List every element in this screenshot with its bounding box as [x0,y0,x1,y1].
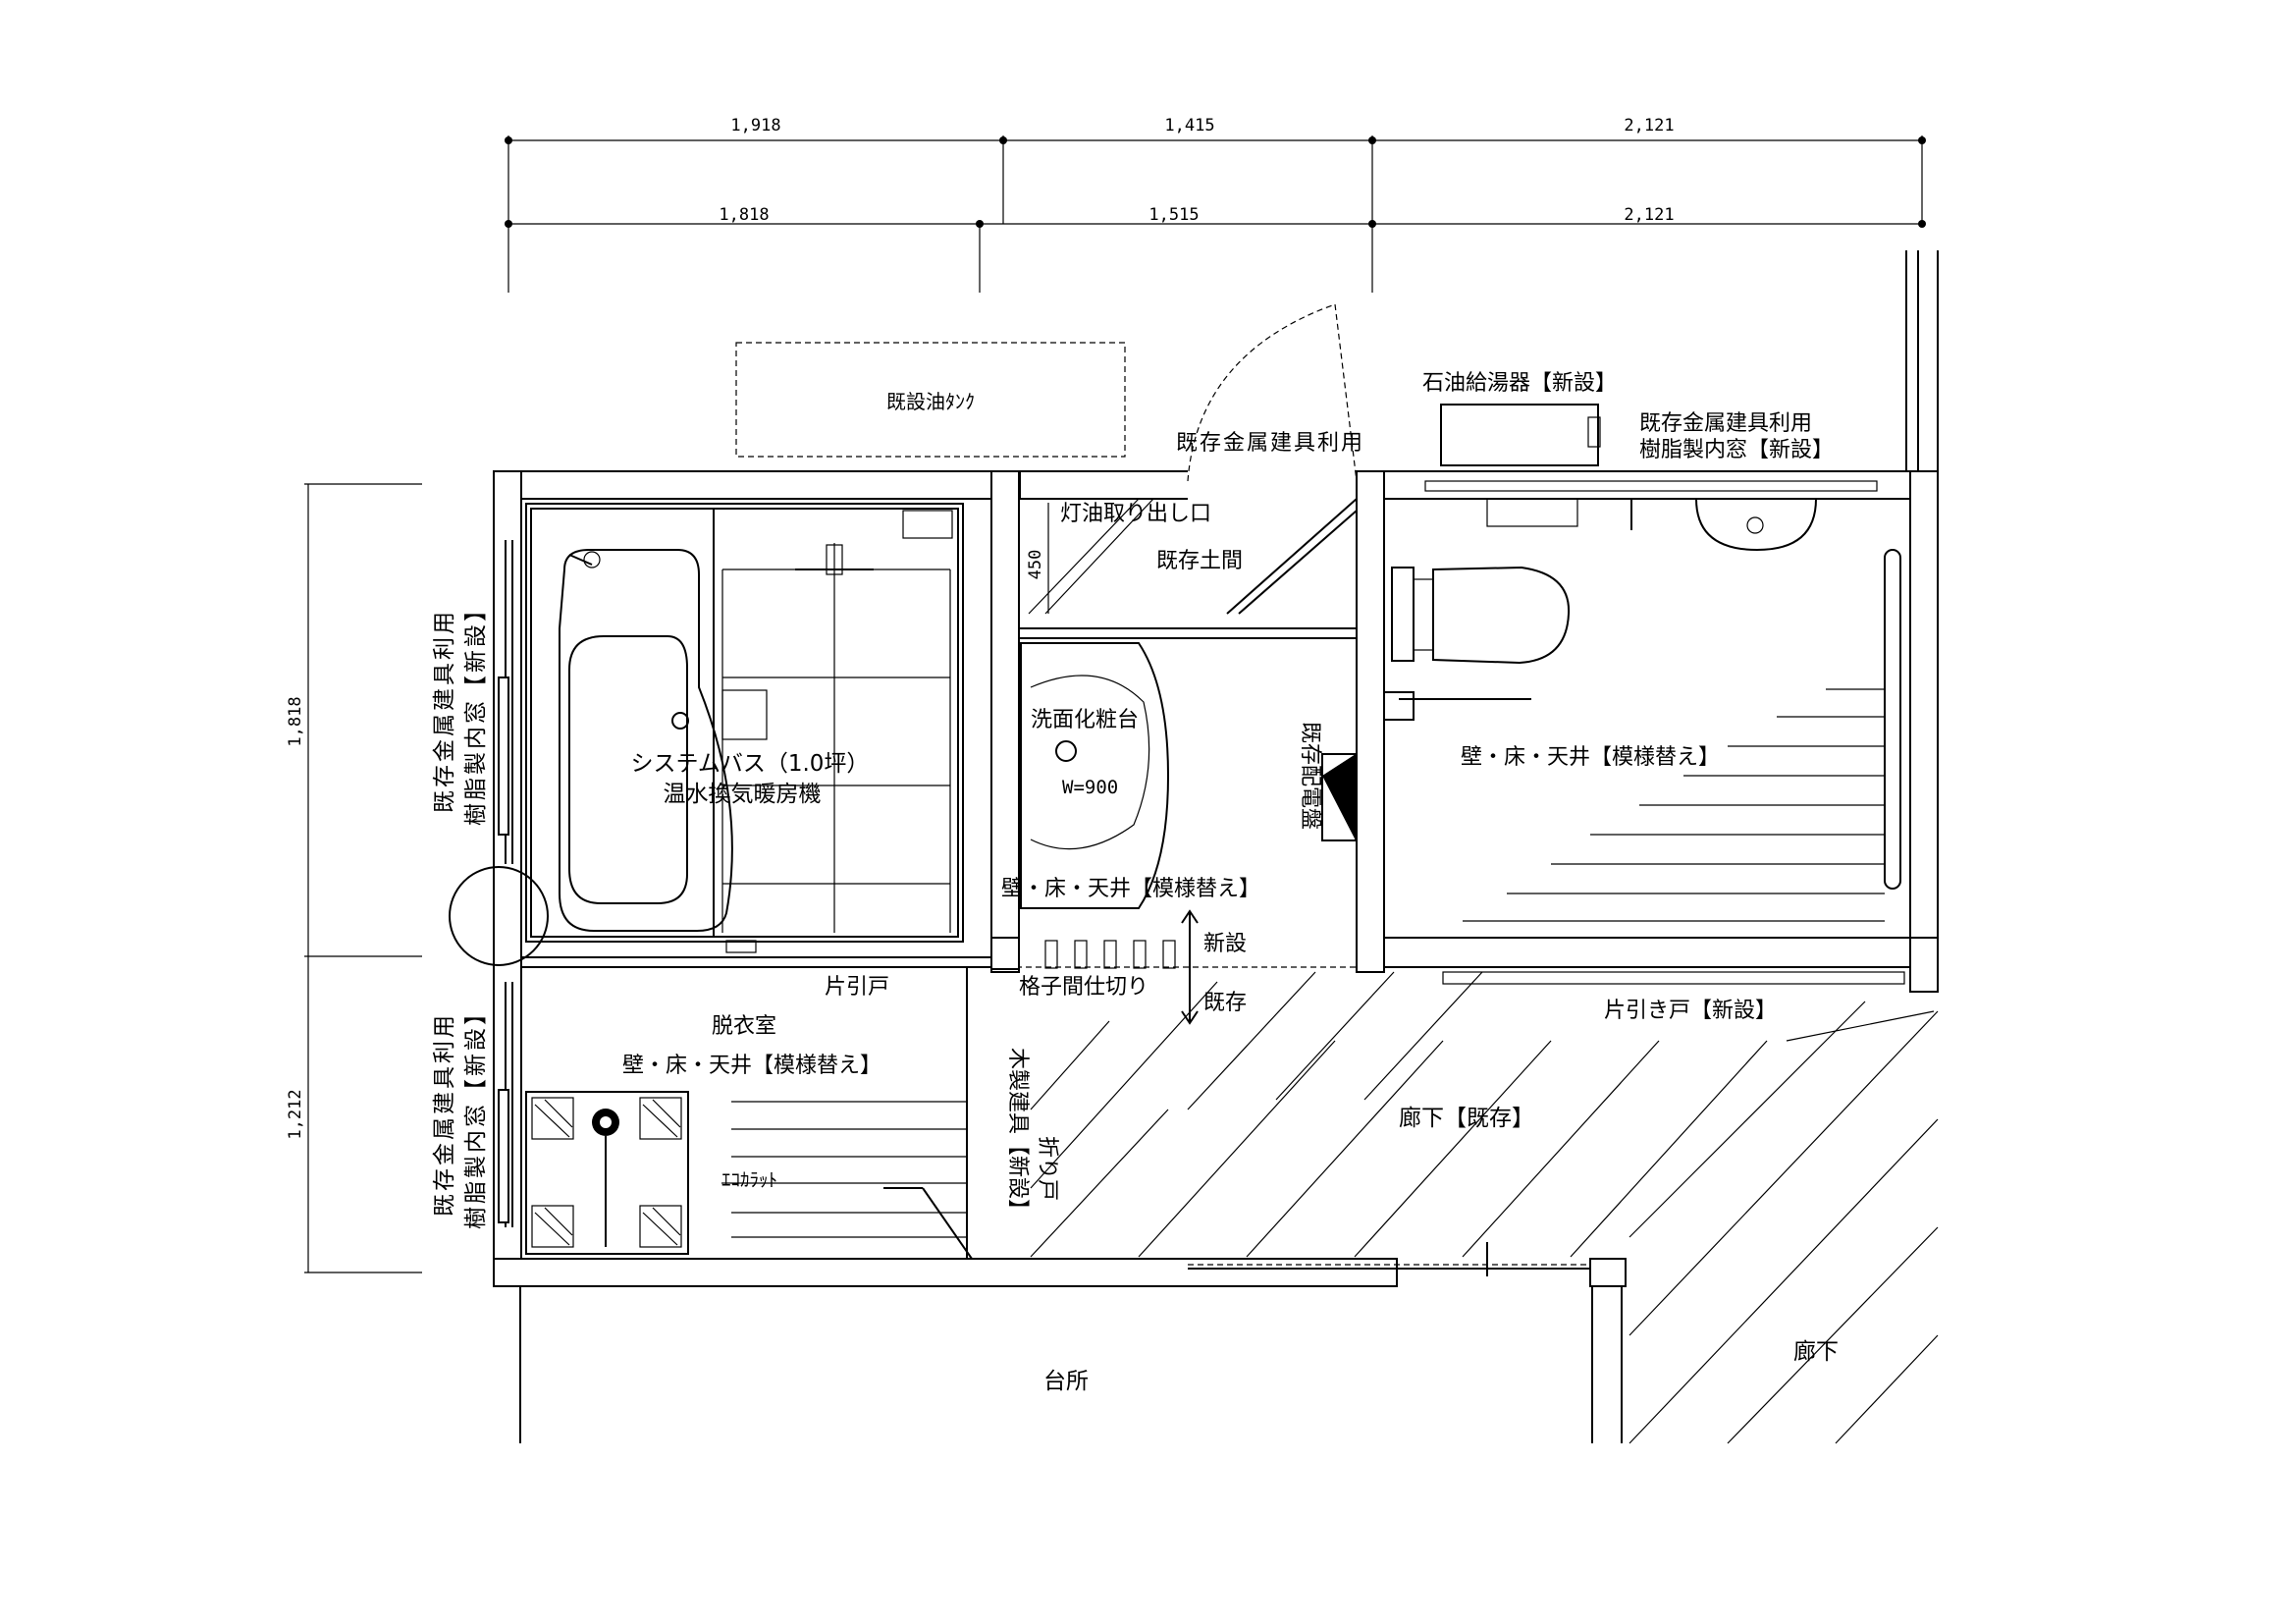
washbasin-width: W=900 [1062,777,1118,798]
washbasin [1020,642,1170,909]
ecocarat-label: ｴｺｶﾗｯﾄ [721,1169,777,1191]
left-window-lower-label-1: 既存金属建具利用 [432,1012,457,1217]
corridor-existing-label: 廊下【既存】 [1399,1106,1534,1131]
window-top-right-label-2: 樹脂製内窓【新設】 [1639,438,1834,462]
dim-top-2: 1,415 [1164,116,1214,135]
oil-tank-label: 既設油ﾀﾝｸ [886,390,975,413]
dim-second-3: 2,121 [1624,205,1674,225]
finish-dress-label: 壁・床・天井【模様替え】 [622,1054,881,1078]
dim-left-1: 1,818 [286,696,305,746]
dim-second-2: 1,515 [1148,205,1199,225]
dressing-room-fixtures [525,1091,973,1260]
left-window-lower-label-2: 樹脂製内窓【新設】 [463,1000,489,1229]
top-door-label: 既存金属建具利用 [1176,431,1364,456]
bath-label-1: システムバス（1.0坪） [631,751,870,777]
left-window-upper-label-1: 既存金属建具利用 [432,609,457,813]
finish-center-label: 壁・床・天井【模様替え】 [1001,877,1260,901]
left-dimensions: 1,818 1,212 [286,483,422,1273]
corridor-hatch [1030,971,1939,1444]
dim-top-3: 2,121 [1624,116,1674,135]
earth-floor [1028,498,1358,615]
toilet-sliding-door-label: 片引き戸【新設】 [1604,999,1777,1023]
new-mark-label: 新設 [1203,932,1247,956]
corridor-label: 廊下 [1793,1339,1839,1365]
top-door-swing [1187,303,1358,482]
lattice-label: 格子間仕切り [1019,975,1148,1000]
dim-second-1: 1,818 [719,205,769,225]
system-bath [525,503,964,953]
finish-toilet-label: 壁・床・天井【模様替え】 [1461,745,1720,770]
new-existing-arrow [967,909,1357,1025]
boiler-label: 石油給湯器【新設】 [1422,371,1617,396]
panel-hatch [1322,754,1356,840]
folding-door-label-2: 折り戸 [1035,1136,1059,1201]
toilet-sliding-door [1442,971,1905,985]
folding-door-label-1: 木製建具【新設】 [1005,1048,1030,1220]
dim-left-2: 1,212 [286,1089,305,1139]
dressing-room-label: 脱衣室 [712,1014,776,1039]
sliding-door-bath-label: 片引戸 [825,975,889,1000]
panel-label: 既存配電盤 [1298,722,1322,830]
kerosene-port-label: 灯油取り出し口 [1060,502,1211,526]
lattice-partition [990,937,1176,970]
left-window-upper-label-2: 樹脂製内窓【新設】 [463,596,489,826]
left-windows [449,540,549,1227]
detail-circle [449,866,549,966]
washbasin-label: 洗面化粧台 [1031,708,1139,732]
oil-tank [735,342,1126,458]
boiler [1440,404,1601,466]
earth-floor-label: 既存土間 [1156,549,1243,573]
toilet-fixtures [1383,480,1901,922]
dim-top-1: 1,918 [730,116,780,135]
existing-mark-label: 既存 [1203,991,1247,1015]
kitchen-label: 台所 [1043,1369,1089,1394]
top-dimensions: 1,918 1,415 2,121 1,818 1,515 2,121 [505,116,1926,293]
window-top-right-label-1: 既存金属建具利用 [1639,411,1812,436]
bath-label-2: 温水換気暖房機 [664,782,822,807]
dim-450: 450 [1026,550,1045,580]
